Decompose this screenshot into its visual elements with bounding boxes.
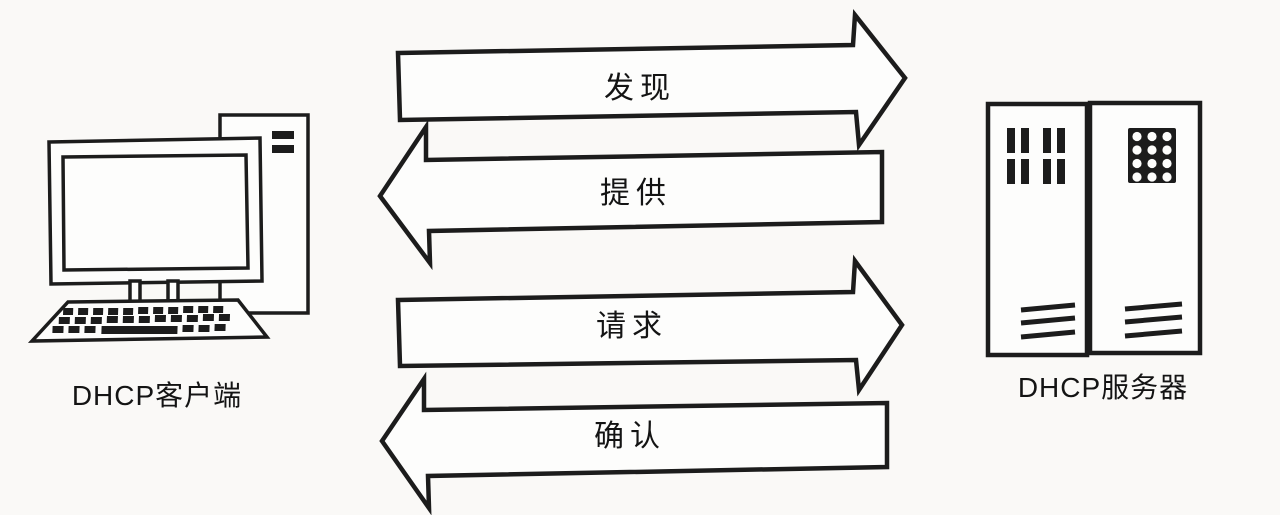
ack-arrow-label: 确认 — [594, 420, 666, 453]
client-label: DHCP客户端 — [72, 380, 242, 411]
keyboard-keys-row1 — [62, 306, 224, 315]
message-arrow-ack: 确认 — [379, 371, 890, 515]
request-arrow-right-icon — [395, 254, 905, 397]
monitor-stand-leg — [128, 279, 142, 304]
discover-arrow-right-icon — [395, 9, 908, 152]
message-arrow-request: 请求 — [395, 254, 905, 397]
message-arrow-discover: 发现 — [395, 9, 908, 152]
keyboard-icon — [27, 298, 271, 343]
dhcp-server-illustration: DHCP服务器 — [985, 100, 1203, 403]
monitor-stand-leg — [166, 279, 180, 304]
server-slot-lines — [1020, 301, 1183, 340]
request-arrow-label: 请求 — [596, 310, 668, 343]
ack-arrow-left-icon — [379, 371, 890, 515]
server-cabinet-left — [985, 101, 1090, 358]
server-vent-bars — [1007, 128, 1065, 184]
offer-arrow-label: 提供 — [600, 177, 672, 210]
keyboard-keys-row2 — [58, 314, 231, 324]
offer-arrow-left-icon — [377, 119, 885, 271]
keyboard-spacebar — [101, 326, 178, 334]
server-dot-matrix-panel — [1128, 128, 1176, 183]
server-label: DHCP服务器 — [1018, 372, 1188, 403]
tower-drive-slot — [272, 131, 294, 139]
discover-arrow-label: 发现 — [604, 72, 676, 105]
monitor-screen — [61, 153, 250, 272]
dhcp-client-illustration: DHCP客户端 — [27, 113, 310, 411]
message-arrow-offer: 提供 — [377, 119, 885, 271]
monitor-icon — [47, 136, 264, 304]
tower-drive-slot — [272, 145, 294, 153]
keyboard-keys-row3 — [52, 324, 226, 334]
server-rack-icon — [985, 100, 1203, 358]
